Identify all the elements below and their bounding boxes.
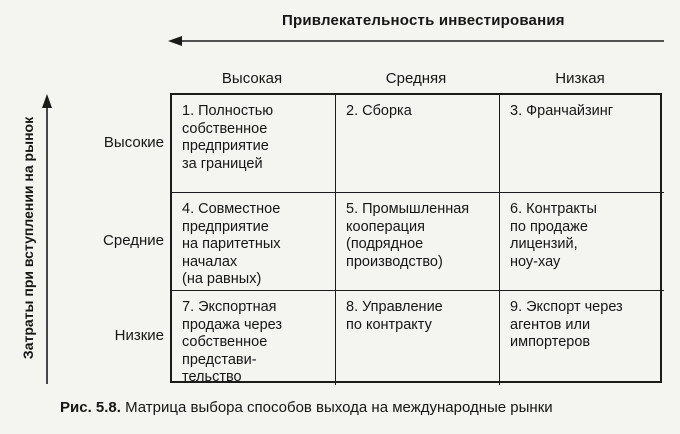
matrix-grid: 1. Полностью собственное предприятие за … — [170, 93, 664, 385]
matrix-cell-4: 4. Совместное предприятие на паритетных … — [172, 193, 336, 291]
figure-caption: Рис. 5.8. Матрица выбора способов выхода… — [60, 399, 553, 416]
top-axis-title: Привлекательность инвестирования — [282, 12, 565, 29]
matrix-cell-9: 9. Экспорт через агентов или импортеров — [510, 299, 623, 350]
left-arrow-icon — [168, 36, 664, 46]
matrix-cell-5: 5. Промышленная кооперация (подрядное пр… — [336, 193, 500, 291]
figure-caption-text: Матрица выбора способов выхода на междун… — [120, 399, 553, 416]
column-header-high: Высокая — [221, 70, 283, 87]
matrix-cell-3: 3. Франчайзинг — [500, 95, 664, 193]
column-header-low: Низкая — [555, 70, 605, 87]
matrix-cell-8: 8. Управление по контракту — [336, 291, 500, 385]
matrix-cell-7: 7. Экспортная продажа через собственное … — [172, 291, 336, 385]
row-header-high: Высокие — [103, 134, 164, 151]
matrix-cell-1: 1. Полностью собственное предприятие за … — [172, 95, 336, 193]
matrix-cell-2: 2. Сборка — [336, 95, 500, 193]
matrix-cell-6: 6. Контракты по продаже лицензий, ноу-ха… — [500, 193, 664, 291]
column-header-medium: Средняя — [385, 70, 447, 87]
row-header-low: Низкие — [114, 327, 164, 344]
up-arrow-icon — [42, 94, 52, 384]
figure-caption-label: Рис. 5.8. — [60, 399, 121, 416]
row-header-medium: Средние — [103, 232, 164, 249]
